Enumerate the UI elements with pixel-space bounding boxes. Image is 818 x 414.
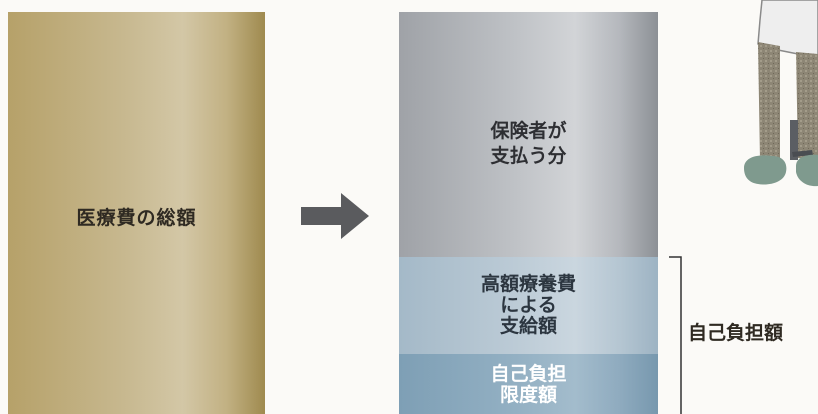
high-cost-benefit-label: 高額療養費 による 支給額 (480, 272, 576, 338)
insurer-payment-segment: 保険者が 支払う分 (399, 12, 658, 257)
insurer-payment-label: 保険者が 支払う分 (490, 120, 567, 167)
self-pay-amount-label: 自己負担額 (688, 322, 784, 344)
cost-breakdown-stack: 保険者が 支払う分 高額療養費 による 支給額 自己負担 限度額 (399, 12, 658, 414)
total-cost-label: 医療費の総額 (76, 206, 197, 229)
person-legs-illustration (744, 0, 818, 187)
high-cost-benefit-segment: 高額療養費 による 支給額 (399, 257, 658, 354)
total-cost-bar: 医療費の総額 (8, 12, 265, 414)
self-pay-limit-label: 自己負担 限度額 (490, 362, 567, 406)
self-pay-bracket (669, 256, 682, 414)
arrow-right-icon (301, 193, 369, 239)
self-pay-limit-segment: 自己負担 限度額 (399, 354, 658, 414)
